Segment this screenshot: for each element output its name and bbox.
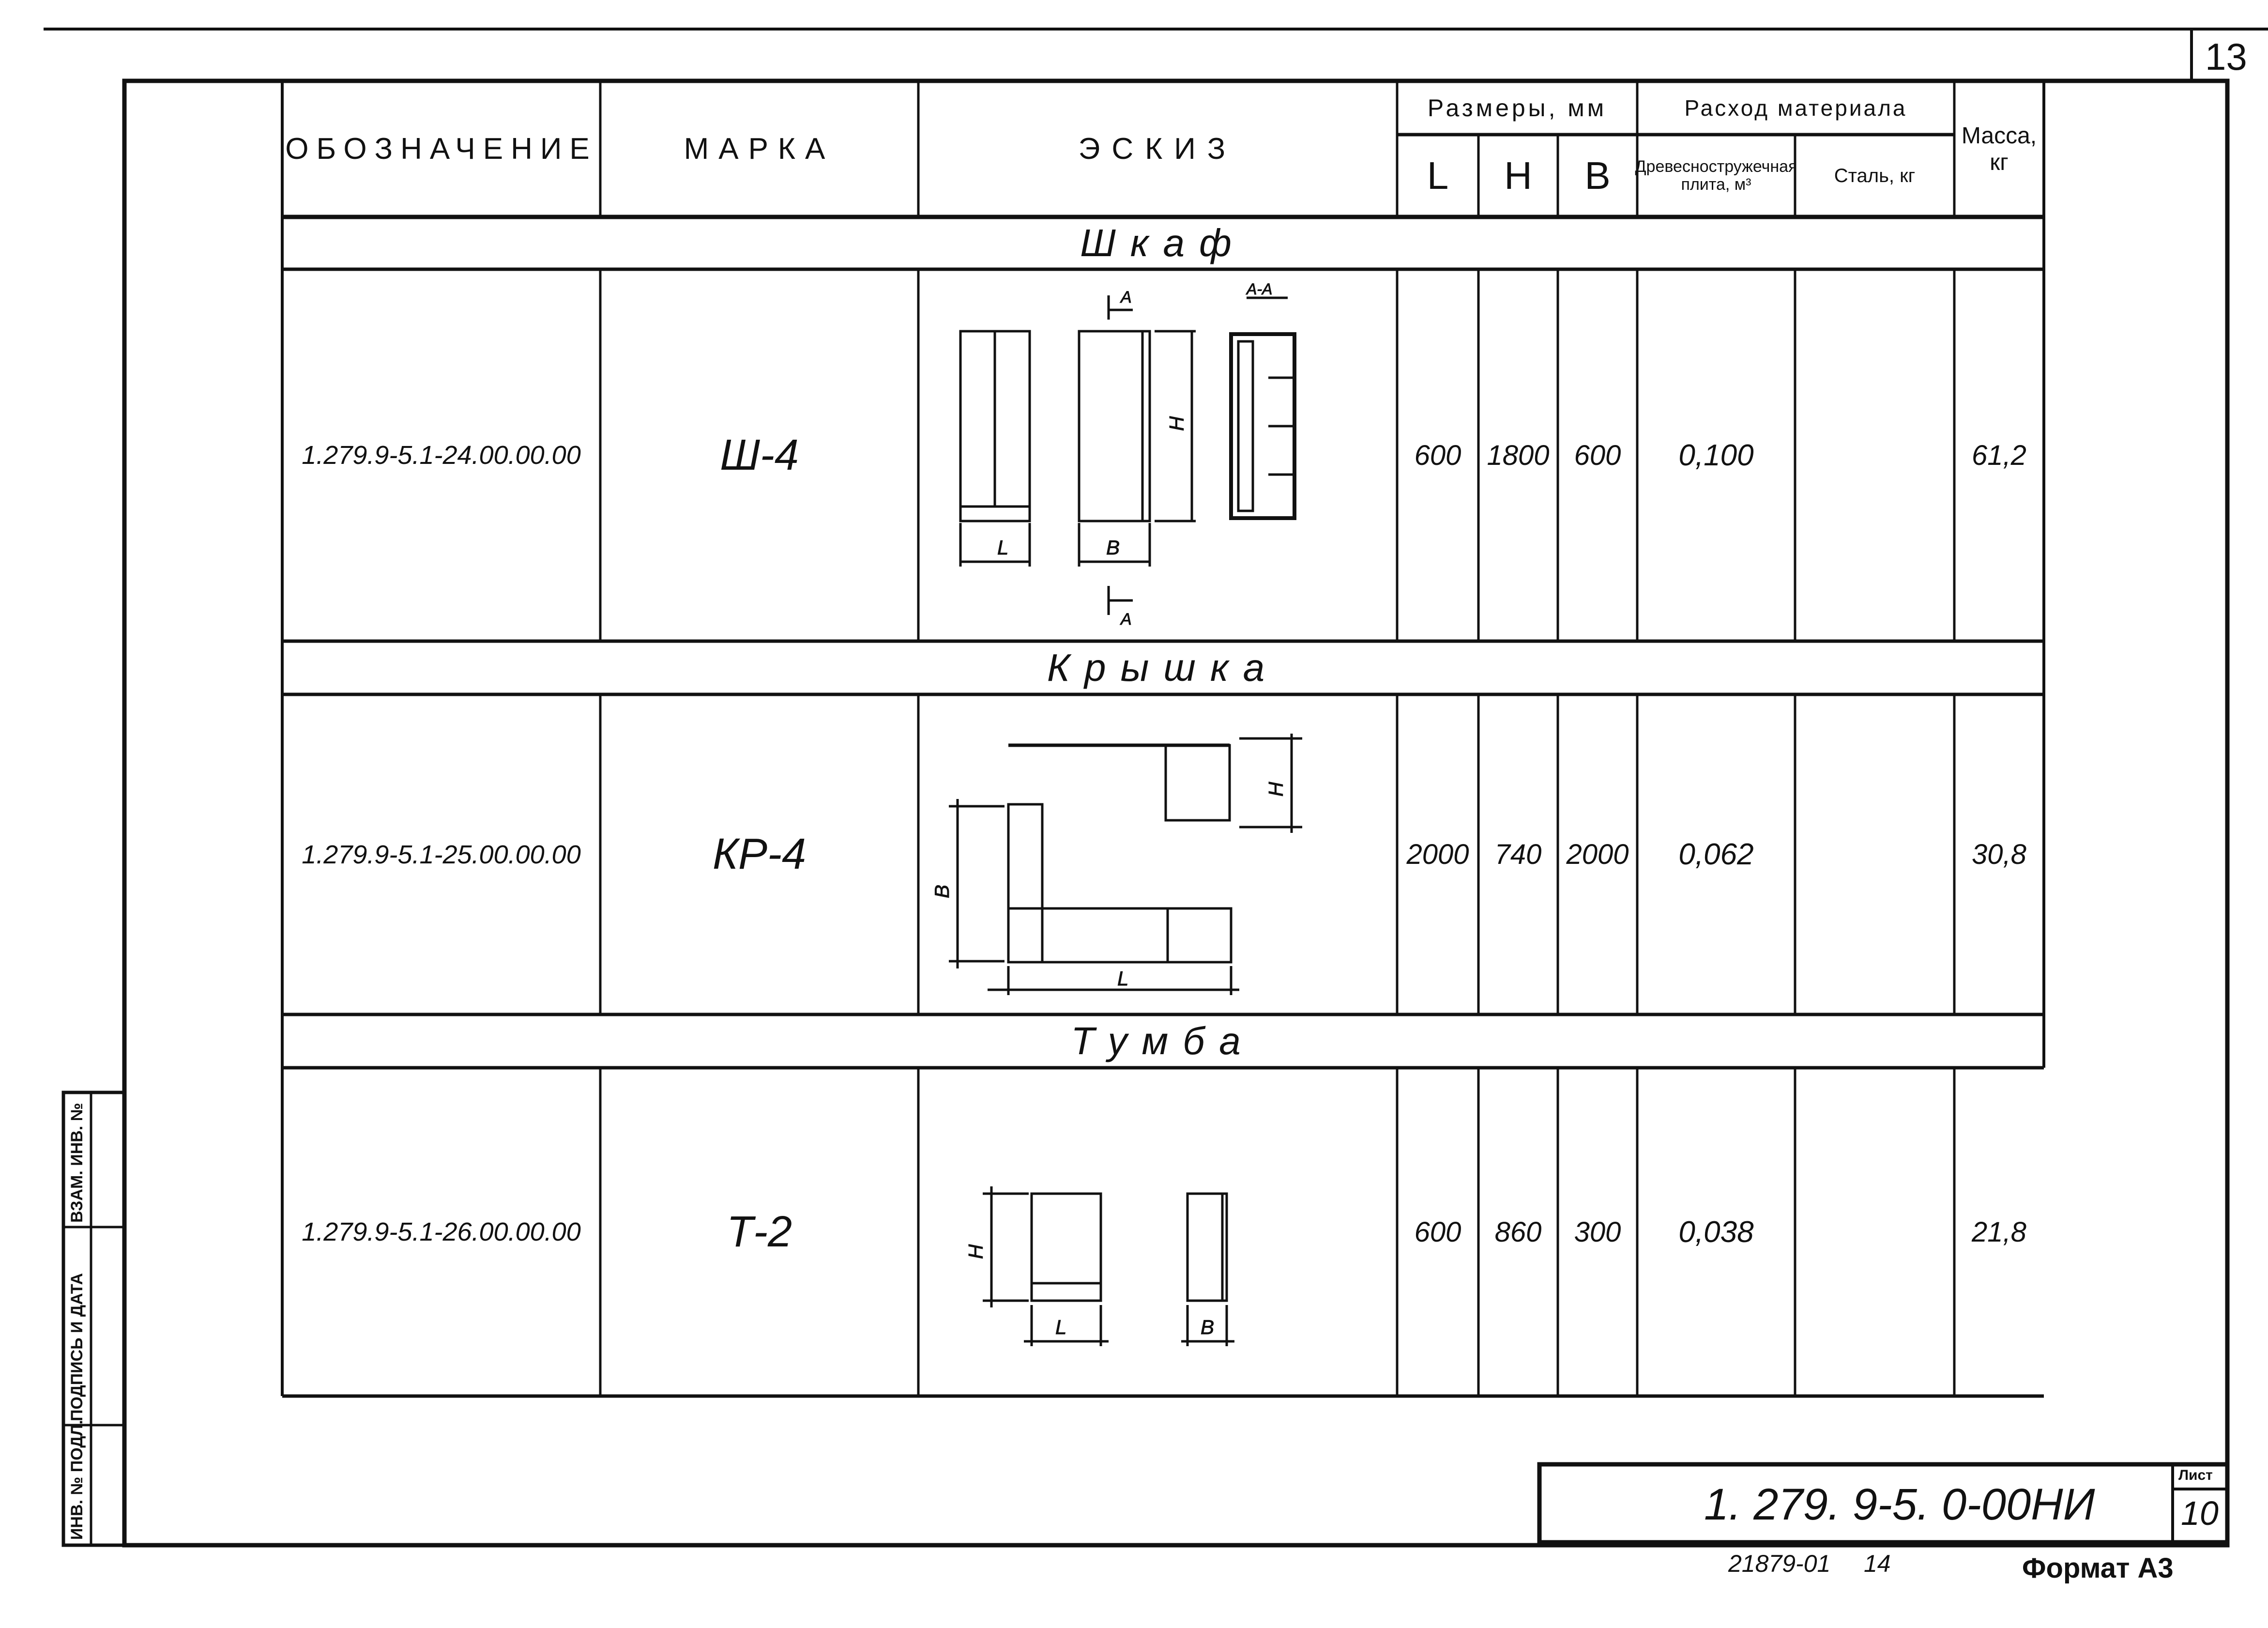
cell-mass: 30,8 [1972, 839, 2026, 870]
section-title: Крышка [1047, 646, 1279, 689]
sketch-label-b: B [1106, 536, 1120, 559]
header-dim-l: L [1427, 154, 1449, 197]
header-dim-h: H [1504, 154, 1532, 197]
section-mark-top: A [1120, 288, 1132, 307]
footer-page: 14 [1864, 1550, 1891, 1577]
sketch-label-l: L [1055, 1316, 1066, 1338]
stamp-signature-date: ПОДПИСЬ И ДАТА [68, 1273, 86, 1421]
order-number: 21879-01 [1728, 1550, 1831, 1577]
cell-designation: 1.279.9-5.1-26.00.00.00 [302, 1217, 581, 1246]
cell-designation: 1.279.9-5.1-25.00.00.00 [302, 840, 581, 869]
cell-mark: Ш-4 [720, 430, 799, 479]
cell-chipboard: 0,100 [1678, 438, 1754, 472]
cell-dim-b: 300 [1574, 1216, 1621, 1248]
format-label: Формат А3 [2022, 1552, 2174, 1584]
section-title: Тумба [1071, 1019, 1255, 1062]
sketch-label-b: B [1201, 1316, 1214, 1338]
header-material: Расход материала [1684, 95, 1907, 121]
cell-dim-h: 860 [1494, 1216, 1542, 1248]
cell-steel [1795, 694, 1954, 1014]
cell-dim-l: 600 [1414, 1216, 1461, 1248]
desktop-sketch [949, 734, 1302, 995]
header-dim-b: B [1584, 154, 1611, 197]
cell-dim-l: 600 [1414, 439, 1461, 471]
cell-mass: 21,8 [1972, 1216, 2026, 1248]
sheet-label: Лист [2178, 1467, 2213, 1483]
cell-dim-b: 600 [1574, 439, 1621, 471]
page-number: 13 [2205, 35, 2247, 78]
section-mark-bottom: A [1120, 610, 1132, 629]
section-title: Шкаф [1080, 221, 1246, 264]
cell-mark: Т-2 [727, 1207, 792, 1256]
cell-designation: 1.279.9-5.1-24.00.00.00 [302, 441, 581, 470]
stamp-inv-no: ИНВ. № ПОДЛ. [68, 1420, 86, 1540]
sketch-label-h: H [1165, 416, 1188, 431]
cell-dim-l: 2000 [1406, 839, 1469, 870]
sketch-label-b: B [930, 885, 953, 898]
cell-mark: КР-4 [712, 830, 807, 878]
header-sketch: ЭСКИЗ [1078, 132, 1237, 166]
header-designation: ОБОЗНАЧЕНИЕ [285, 132, 597, 166]
cell-chipboard: 0,062 [1678, 838, 1754, 871]
cell-chipboard: 0,038 [1678, 1215, 1754, 1249]
cell-dim-h: 740 [1494, 839, 1542, 870]
cell-dim-h: 1800 [1487, 439, 1550, 471]
sketch-label-l: L [1117, 967, 1128, 990]
cell-steel [1795, 1068, 1954, 1396]
cell-steel [1795, 269, 1954, 641]
sheet-number: 10 [2181, 1494, 2219, 1532]
stamp-replace-inv: ВЗАМ. ИНВ. № [68, 1103, 86, 1223]
cell-mass: 61,2 [1972, 439, 2026, 471]
header-mass: Масса, кг [1961, 123, 2037, 175]
header-mark: МАРКА [684, 132, 835, 166]
cell-dim-b: 2000 [1566, 839, 1629, 870]
sketch-label-l: L [997, 536, 1008, 559]
header-steel: Сталь, кг [1834, 165, 1916, 186]
document-code: 1. 279. 9-5. 0-00НИ [1704, 1480, 2095, 1529]
section-label: A-A [1246, 280, 1272, 298]
cabinet-sketch [959, 295, 1296, 615]
pedestal-sketch [983, 1186, 1234, 1346]
header-dimensions: Размеры, мм [1427, 94, 1607, 122]
header-chipboard: Древесностружечная плита, м³ [1635, 157, 1797, 194]
sketch-label-h: H [964, 1244, 987, 1259]
sketch-label-h: H [1264, 782, 1287, 797]
